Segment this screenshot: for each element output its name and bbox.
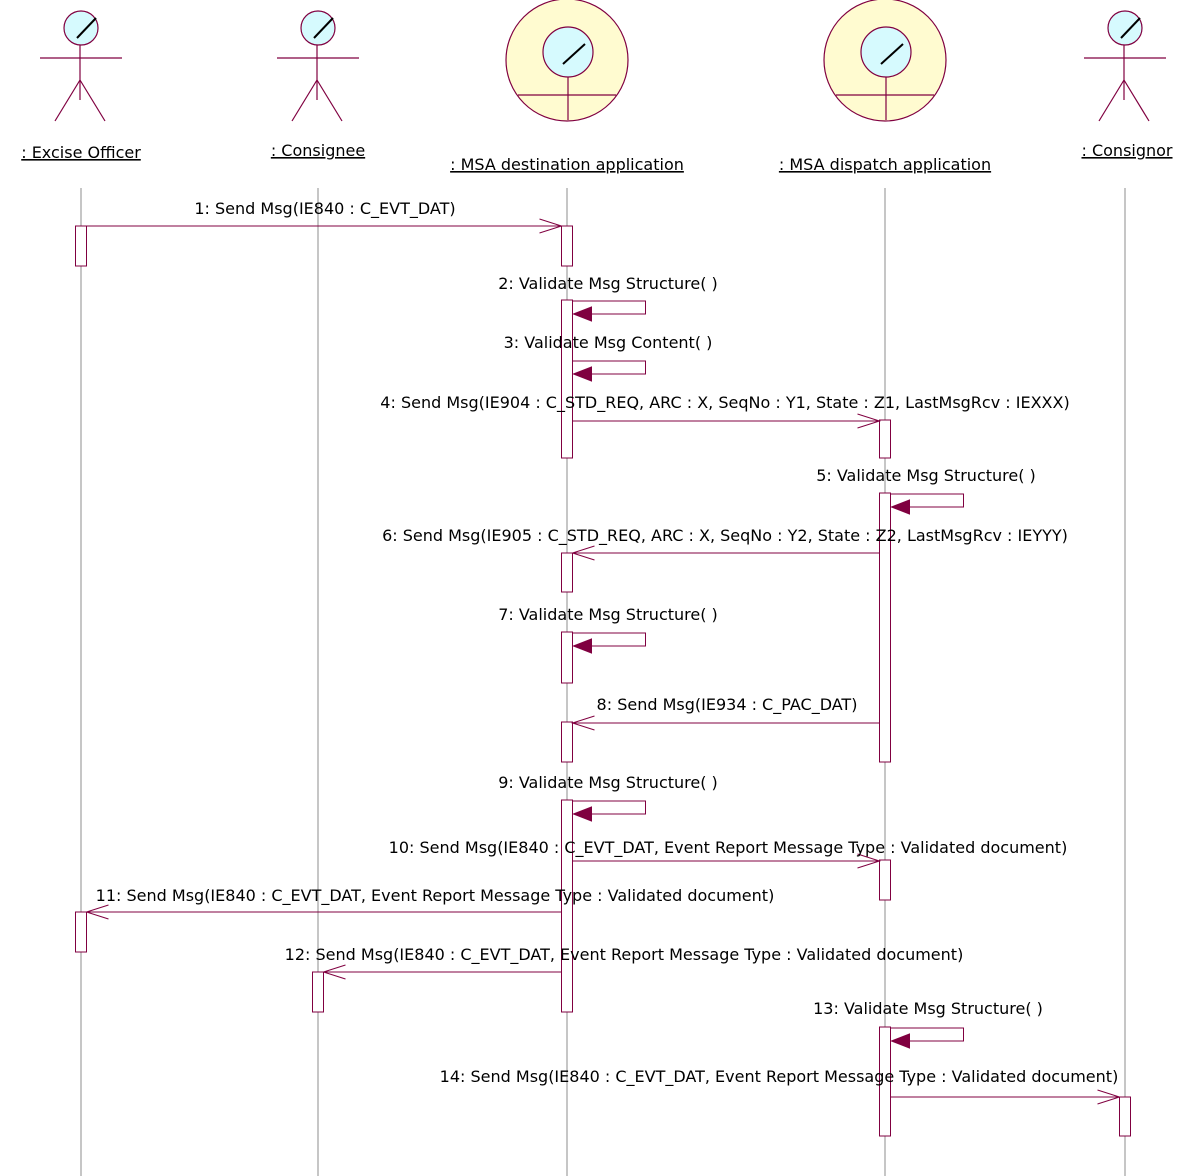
message-2: 2: Validate Msg Structure( ): [498, 274, 718, 322]
activation-bar-consignee: [312, 971, 324, 1013]
participant-label: : Consignee: [271, 141, 365, 160]
message-label: 3: Validate Msg Content( ): [504, 333, 713, 352]
message-4: 4: Send Msg(IE904 : C_STD_REQ, ARC : X, …: [380, 393, 1070, 429]
filled-arrowhead-icon: [572, 306, 592, 322]
activation-bar-consignor: [1119, 1096, 1131, 1137]
participant-msa-dispatch: : MSA dispatch application: [779, 0, 991, 174]
message-label: 14: Send Msg(IE840 : C_EVT_DAT, Event Re…: [440, 1067, 1119, 1087]
actor-stick-figure-icon: [40, 10, 122, 122]
filled-arrowhead-icon: [572, 806, 592, 822]
participant-excise-officer: : Excise Officer: [21, 10, 141, 162]
activation-bar-msa-destination: [561, 631, 573, 684]
message-12: 12: Send Msg(IE840 : C_EVT_DAT, Event Re…: [285, 945, 964, 980]
self-message-arrow: [572, 632, 646, 647]
activation-bar-excise-officer: [75, 911, 87, 953]
participant-label: : MSA destination application: [450, 155, 684, 174]
filled-arrowhead-icon: [572, 638, 592, 654]
participant-msa-destination: : MSA destination application: [450, 0, 684, 174]
messages: 1: Send Msg(IE840 : C_EVT_DAT) 2: Validat…: [84, 199, 1122, 1105]
participant-label: : Consignor: [1081, 141, 1172, 160]
activation-bar-msa-destination: [561, 721, 573, 763]
message-8: 8: Send Msg(IE934 : C_PAC_DAT): [570, 695, 880, 731]
message-label: 6: Send Msg(IE905 : C_STD_REQ, ARC : X, …: [382, 526, 1068, 546]
message-label: 5: Validate Msg Structure( ): [816, 466, 1036, 485]
self-message-arrow: [572, 300, 646, 315]
self-message-arrow: [572, 800, 646, 815]
message-label: 1: Send Msg(IE840 : C_EVT_DAT): [194, 199, 455, 219]
message-7: 7: Validate Msg Structure( ): [498, 605, 718, 654]
message-label: 11: Send Msg(IE840 : C_EVT_DAT, Event Re…: [96, 886, 775, 906]
message-5: 5: Validate Msg Structure( ): [816, 466, 1036, 515]
message-label: 8: Send Msg(IE934 : C_PAC_DAT): [597, 695, 858, 715]
participant-label: : Excise Officer: [21, 143, 141, 162]
activation-bars: [75, 225, 1131, 1137]
activation-bar-msa-dispatch: [879, 1026, 891, 1137]
self-message-arrow: [890, 493, 964, 508]
message-label: 13: Validate Msg Structure( ): [813, 999, 1043, 1018]
business-actor-icon: [505, 0, 629, 122]
message-13: 13: Validate Msg Structure( ): [813, 999, 1043, 1049]
actor-stick-figure-icon: [277, 10, 359, 122]
activation-bar-msa-destination: [561, 299, 573, 459]
filled-arrowhead-icon: [572, 366, 592, 382]
message-label: 10: Send Msg(IE840 : C_EVT_DAT, Event Re…: [389, 838, 1068, 858]
actor-stick-figure-icon: [1084, 10, 1166, 122]
message-label: 9: Validate Msg Structure( ): [498, 773, 718, 792]
message-1: 1: Send Msg(IE840 : C_EVT_DAT): [86, 199, 564, 234]
activation-bar-msa-dispatch: [879, 419, 891, 459]
self-message-arrow: [572, 360, 646, 375]
message-label: 4: Send Msg(IE904 : C_STD_REQ, ARC : X, …: [380, 393, 1069, 413]
message-6: 6: Send Msg(IE905 : C_STD_REQ, ARC : X, …: [382, 526, 1068, 561]
message-10: 10: Send Msg(IE840 : C_EVT_DAT, Event Re…: [389, 838, 1068, 869]
message-label: 2: Validate Msg Structure( ): [498, 274, 718, 293]
filled-arrowhead-icon: [890, 1033, 910, 1049]
activation-bar-msa-destination: [561, 799, 573, 1013]
participant-consignee: : Consignee: [271, 10, 365, 160]
business-actor-icon: [823, 0, 947, 122]
activation-bar-msa-dispatch: [879, 859, 891, 901]
self-message-arrow: [890, 1027, 964, 1042]
activation-bar-msa-destination: [561, 552, 573, 593]
participant-label: : MSA dispatch application: [779, 155, 991, 174]
activation-bar-msa-destination: [561, 225, 573, 267]
filled-arrowhead-icon: [890, 499, 910, 515]
message-label: 12: Send Msg(IE840 : C_EVT_DAT, Event Re…: [285, 945, 964, 965]
participant-heads: : Excise Officer : Consignee : MSA destina…: [21, 0, 1173, 174]
message-14: 14: Send Msg(IE840 : C_EVT_DAT, Event Re…: [440, 1067, 1122, 1105]
message-11: 11: Send Msg(IE840 : C_EVT_DAT, Event Re…: [84, 886, 775, 920]
message-3: 3: Validate Msg Content( ): [504, 333, 713, 382]
activation-bar-excise-officer: [75, 225, 87, 267]
message-9: 9: Validate Msg Structure( ): [498, 773, 718, 822]
message-label: 7: Validate Msg Structure( ): [498, 605, 718, 624]
activation-bar-msa-dispatch: [879, 492, 891, 763]
participant-consignor: : Consignor: [1081, 10, 1173, 160]
